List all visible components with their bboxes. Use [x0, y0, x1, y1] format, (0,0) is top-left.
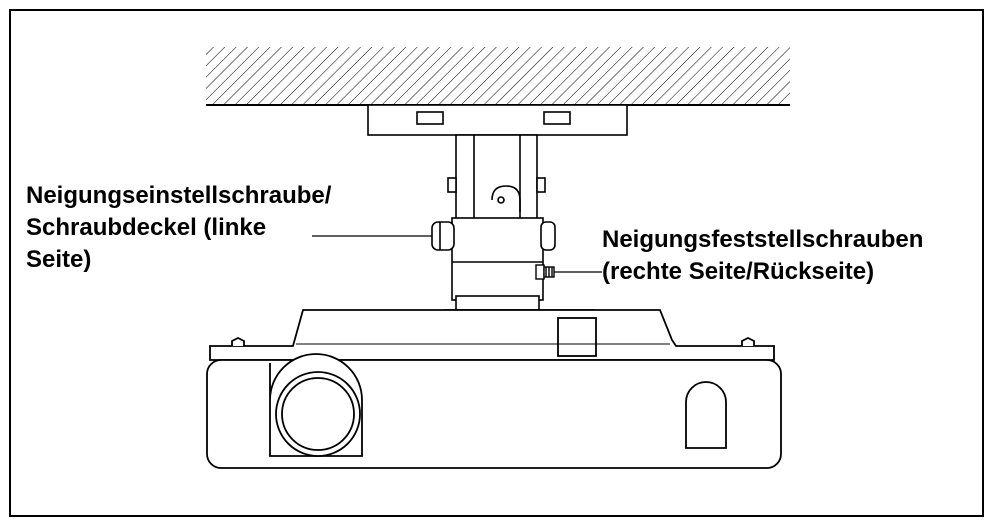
- mount-pole: [447, 134, 546, 222]
- label-left-line1: Neigungseinstellschraube/: [26, 182, 332, 209]
- label-tilt-adjust-screw: Neigungseinstellschraube/ Schraubdeckel …: [26, 180, 331, 276]
- label-left-line3: Seite): [26, 246, 92, 273]
- label-right-line1: Neigungsfeststellschrauben: [602, 226, 924, 253]
- leader-lines: [312, 235, 602, 273]
- ceiling-plate: [367, 104, 628, 136]
- tilt-head: [451, 217, 544, 311]
- tilt-lock-screw: [535, 264, 555, 280]
- tilt-adjust-screw-cap: [431, 221, 455, 251]
- label-left-line2: Schraubdeckel (linke: [26, 214, 267, 241]
- label-right-line2: (rechte Seite/Rückseite): [602, 258, 875, 285]
- projector-top: [209, 309, 775, 361]
- ceiling: [206, 47, 790, 106]
- projector-lens: [269, 353, 363, 457]
- label-tilt-lock-screws: Neigungsfeststellschrauben (rechte Seite…: [602, 224, 923, 288]
- tilt-head-right-knob: [540, 221, 556, 251]
- projector-vent: [685, 381, 727, 449]
